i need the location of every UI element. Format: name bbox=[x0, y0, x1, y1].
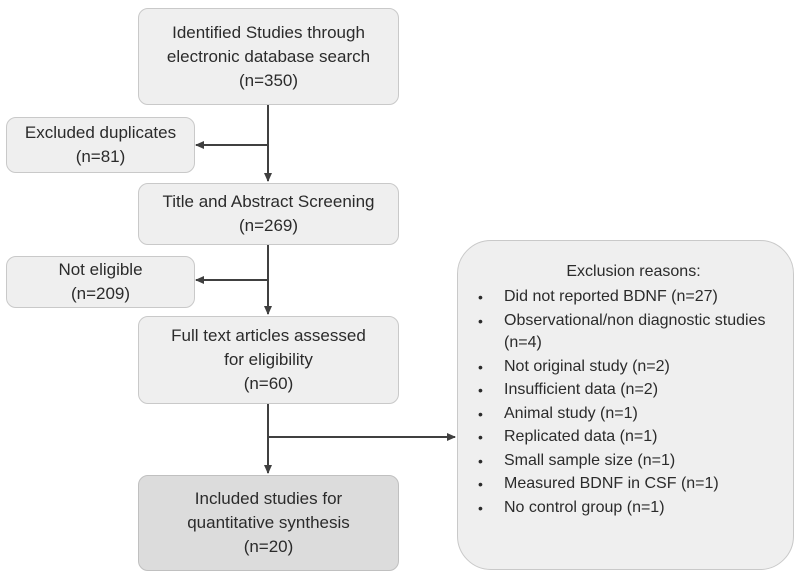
not-eligible-box: Not eligible (n=209) bbox=[6, 256, 195, 308]
identified-studies-box: Identified Studies through electronic da… bbox=[138, 8, 399, 105]
exclusion-reasons-title: Exclusion reasons: bbox=[566, 263, 701, 280]
bullet-icon: • bbox=[478, 405, 483, 422]
bullet-icon: • bbox=[478, 382, 483, 398]
exclusion-reason-text: Measured BDNF in CSF (n=1) bbox=[504, 475, 719, 492]
screening-count: (n=269) bbox=[238, 216, 299, 235]
exclusion-reason-text: Did not reported BDNF (n=27) bbox=[504, 288, 718, 305]
excluded-duplicates-box: Excluded duplicates (n=81) bbox=[6, 117, 195, 173]
exclusion-reasons-list: • Did not reported BDNF (n=27) • Observati… bbox=[478, 286, 779, 519]
bullet-icon: • bbox=[478, 289, 483, 305]
identified-line1: Identified Studies through bbox=[172, 22, 365, 42]
exclusion-reason-item: • Small sample size (n=1) bbox=[478, 450, 779, 473]
exclusion-reason-text: No control group (n=1) bbox=[504, 498, 665, 516]
full-text-count: (n=60) bbox=[243, 374, 294, 393]
screening-label: Title and Abstract Screening bbox=[162, 192, 375, 211]
identified-line2: electronic database search bbox=[166, 46, 371, 66]
included-studies-box: Included studies for quantitative synthe… bbox=[138, 475, 399, 571]
exclusion-reason-item: • Measured BDNF in CSF (n=1) bbox=[478, 473, 779, 496]
exclusion-reason-text: Animal study (n=1) bbox=[504, 404, 638, 422]
bullet-icon: • bbox=[478, 358, 483, 375]
exclusion-reason-item: • Insufficient data (n=2) bbox=[478, 379, 779, 402]
exclusion-reason-item: • Animal study (n=1) bbox=[478, 403, 779, 426]
not-eligible-count: (n=209) bbox=[70, 284, 131, 303]
exclusion-reasons-box: Exclusion reasons: • Did not reported BDN… bbox=[457, 240, 794, 570]
exclusion-reason-item: • No control group (n=1) bbox=[478, 497, 779, 520]
exclusion-reason-text: Not original study (n=2) bbox=[504, 357, 670, 375]
included-line1: Included studies for bbox=[194, 489, 343, 508]
bullet-icon: • bbox=[478, 312, 483, 329]
duplicates-label: Excluded duplicates bbox=[24, 123, 177, 142]
bullet-icon: • bbox=[478, 499, 483, 516]
exclusion-reason-text: Replicated data (n=1) bbox=[504, 428, 658, 445]
full-text-line1: Full text articles assessed bbox=[171, 326, 366, 345]
exclusion-reason-text: Small sample size (n=1) bbox=[504, 451, 676, 469]
exclusion-reason-item: • Did not reported BDNF (n=27) bbox=[478, 286, 779, 309]
identified-count: (n=350) bbox=[238, 70, 299, 90]
included-count: (n=20) bbox=[243, 537, 294, 556]
exclusion-reason-item: • Replicated data (n=1) bbox=[478, 426, 779, 449]
full-text-box: Full text articles assessed for eligibil… bbox=[138, 316, 399, 404]
screening-box: Title and Abstract Screening (n=269) bbox=[138, 183, 399, 245]
exclusion-reason-text: Observational/non diagnostic studies (n=… bbox=[504, 311, 766, 352]
not-eligible-label: Not eligible bbox=[58, 260, 143, 279]
duplicates-count: (n=81) bbox=[75, 147, 126, 166]
bullet-icon: • bbox=[478, 452, 483, 469]
exclusion-reason-text: Insufficient data (n=2) bbox=[504, 381, 659, 398]
bullet-icon: • bbox=[478, 476, 483, 492]
exclusion-reason-item: • Not original study (n=2) bbox=[478, 356, 779, 379]
bullet-icon: • bbox=[478, 429, 483, 445]
full-text-line2: for eligibility bbox=[224, 350, 313, 369]
exclusion-reason-item: • Observational/non diagnostic studies (n… bbox=[478, 310, 779, 355]
included-line2: quantitative synthesis bbox=[187, 513, 350, 532]
